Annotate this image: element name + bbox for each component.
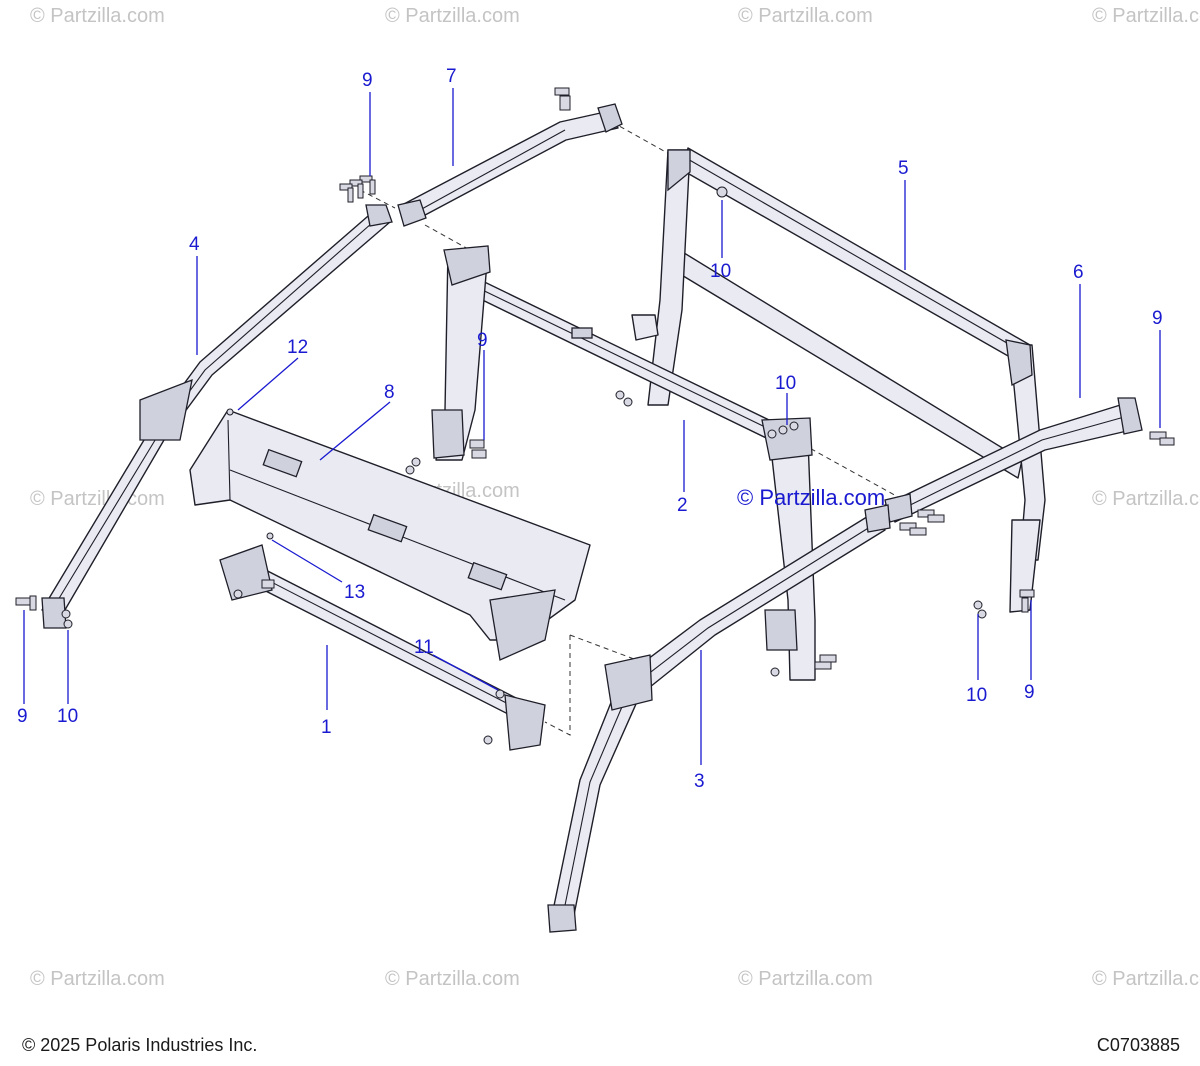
callout-12: 12 [287,337,308,358]
watermark: © Partzilla.com [385,968,520,990]
callout-8: 8 [384,382,395,403]
callout-2: 2 [677,495,688,516]
watermark-layer: © Partzilla.com © Partzilla.com © Partzi… [30,5,1200,990]
watermark: © Partzilla.com [30,968,165,990]
callout-3: 3 [694,771,705,792]
diagram-code: C0703885 [1096,1035,1180,1055]
callout-6: 6 [1073,262,1084,283]
leader-lines [23,88,1161,765]
watermark: © Partzilla.com [1092,488,1200,510]
hardware [15,175,1175,699]
watermark: © Partzilla.com [1092,968,1200,990]
watermark: © Partzilla.com [30,5,165,27]
callout-9: 9 [1024,682,1035,703]
callout-9: 9 [1152,308,1163,329]
callout-9: 9 [362,70,373,91]
callout-9: 9 [17,706,28,727]
callout-13: 13 [344,582,365,603]
part-3-front-tube [547,504,891,933]
part-1-lower-bar [219,544,546,751]
callout-1: 1 [321,717,332,738]
callout-10: 10 [57,706,78,727]
callouts: 9 7 4 5 10 6 9 12 9 8 10 2 13 11 1 9 10 … [17,66,1163,792]
part-2-crossbar [431,245,816,681]
copyright-text: © 2025 Polaris Industries Inc. [22,1035,258,1055]
watermark: © Partzilla.com [738,5,873,27]
callout-10: 10 [710,261,731,282]
callout-11: 11 [414,637,434,658]
watermark: © Partzilla.com [738,968,873,990]
watermark: © Partzilla.com [385,5,520,27]
part-8-panel [189,409,591,661]
callout-9: 9 [477,330,488,351]
callout-5: 5 [898,158,909,179]
part-4-left-tube [41,204,393,629]
callout-10: 10 [775,373,796,394]
watermark: © Partzilla.com [30,488,165,510]
callout-7: 7 [446,66,457,87]
watermark: © Partzilla.com [1092,5,1200,27]
callout-10: 10 [966,685,987,706]
callout-4: 4 [189,234,200,255]
center-watermark: © Partzilla.com [737,485,885,510]
part-7-upper-tube [397,87,623,227]
